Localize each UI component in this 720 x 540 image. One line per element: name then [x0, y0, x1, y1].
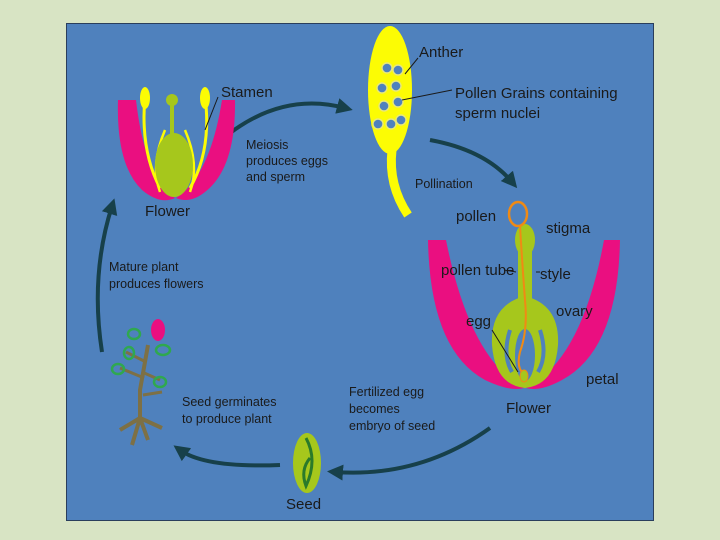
- mature-plant: [110, 319, 172, 446]
- label-seed-germinates-1: Seed germinates: [182, 395, 277, 409]
- arrow-to-seed: [327, 426, 492, 481]
- pollen-grain-large: [507, 200, 529, 228]
- egg-cell: [519, 369, 529, 383]
- label-meiosis-3: and sperm: [246, 170, 305, 184]
- labels: Anther Stamen Pollen Grains containing s…: [109, 44, 619, 513]
- diagram-panel: [66, 23, 654, 521]
- label-style: style: [540, 266, 571, 283]
- label-mature-plant-1: Mature plant: [109, 260, 179, 274]
- stigma-small: [166, 94, 178, 106]
- label-anther: Anther: [419, 44, 463, 61]
- stigma-large: [515, 224, 535, 256]
- label-pollen: pollen: [456, 208, 496, 225]
- flower-bud: [151, 319, 165, 341]
- label-meiosis-2: produces eggs: [246, 154, 328, 168]
- ovary-small: [155, 133, 193, 197]
- petal-right: [176, 100, 236, 200]
- label-pollen-grains-1: Pollen Grains containing: [455, 85, 618, 102]
- anther-large: [368, 26, 453, 218]
- label-stigma: stigma: [546, 220, 591, 237]
- label-mature-plant-2: produces flowers: [109, 277, 204, 291]
- label-petal: petal: [586, 371, 619, 388]
- label-seed: Seed: [286, 496, 321, 513]
- label-meiosis-1: Meiosis: [246, 138, 288, 152]
- label-pollen-tube: pollen tube: [441, 262, 514, 279]
- label-flower-right: Flower: [506, 400, 551, 417]
- petal-right-left: [428, 240, 524, 389]
- arrow-plant-to-flower: [95, 198, 118, 353]
- label-fertilized-egg-3: embryo of seed: [349, 419, 435, 433]
- petal-left: [117, 100, 175, 201]
- label-flower-top: Flower: [145, 203, 190, 220]
- label-seed-germinates-2: to produce plant: [182, 412, 272, 426]
- arrow-seed-to-plant: [173, 445, 281, 468]
- flower-right: [428, 200, 620, 389]
- anther-left: [140, 87, 150, 109]
- seed: [293, 433, 321, 493]
- flower-top-left: [117, 87, 236, 201]
- label-pollination: Pollination: [415, 177, 473, 191]
- label-fertilized-egg-1: Fertilized egg: [349, 385, 424, 399]
- arrow-flower-to-anther: [228, 98, 353, 135]
- label-pollen-grains-2: sperm nuclei: [455, 105, 540, 122]
- petal-right-right: [526, 240, 620, 389]
- label-fertilized-egg-2: becomes: [349, 402, 400, 416]
- label-ovary: ovary: [556, 303, 593, 320]
- cycle-arrows: [95, 98, 518, 481]
- label-egg: egg: [466, 313, 491, 330]
- pollen-tube-path: [517, 225, 527, 375]
- anther-right: [200, 87, 210, 109]
- arrow-pollination: [429, 138, 518, 189]
- leaves: [110, 327, 172, 389]
- label-stamen: Stamen: [221, 84, 273, 101]
